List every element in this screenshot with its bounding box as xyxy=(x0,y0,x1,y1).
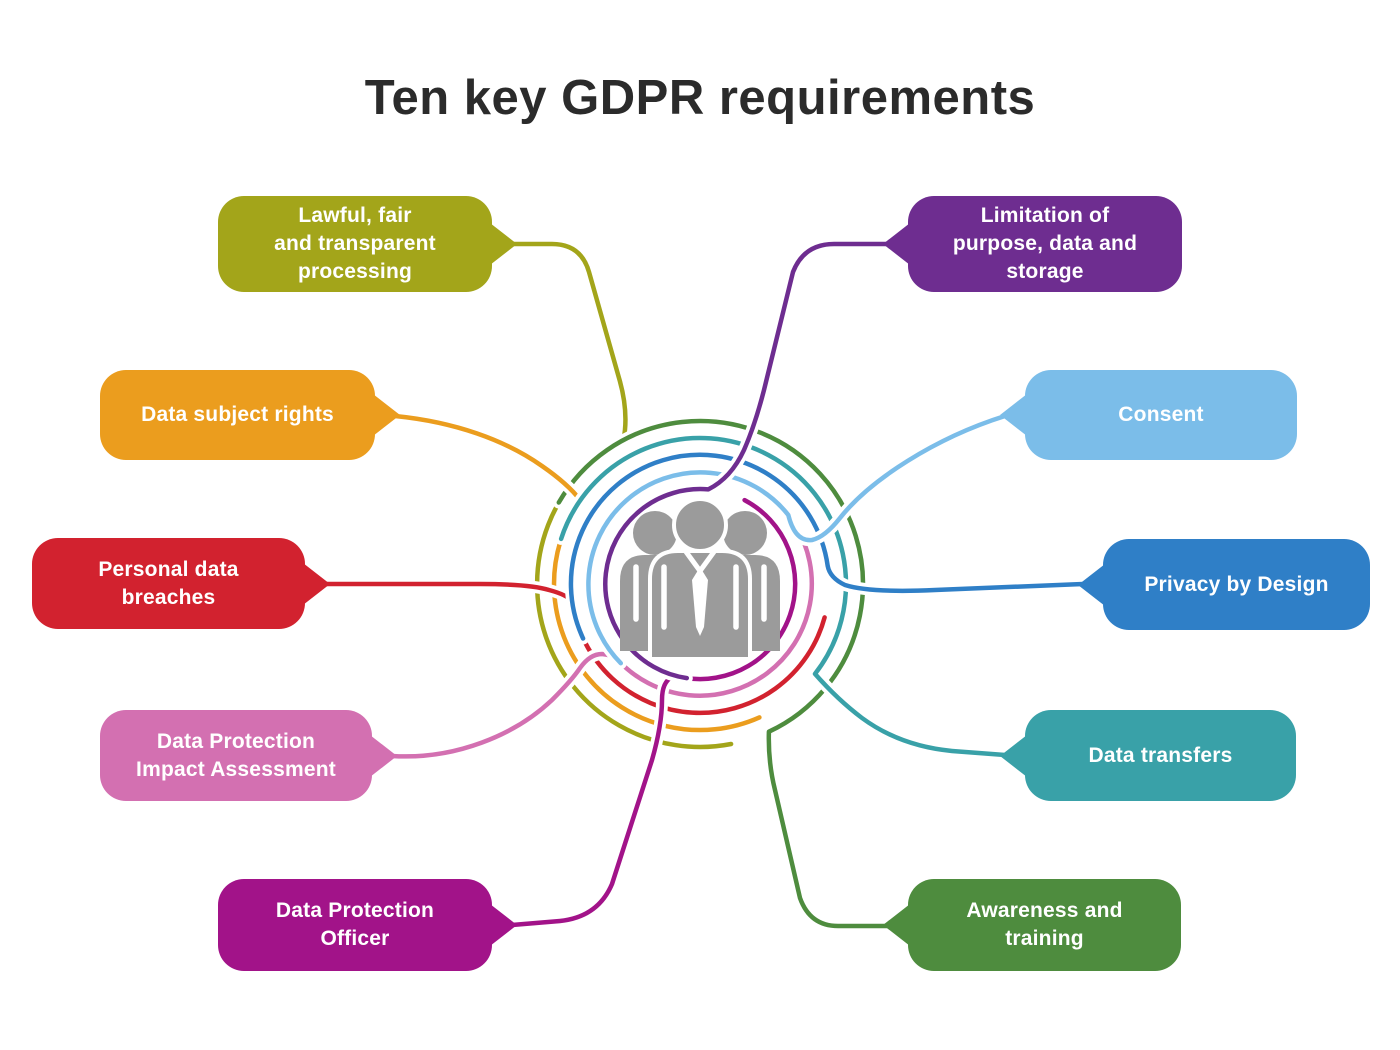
label-personal-data-breaches: Personal data breaches xyxy=(32,538,330,629)
label-tail xyxy=(1000,394,1027,436)
connector-line xyxy=(503,241,734,750)
label-text: Consent xyxy=(1118,403,1204,427)
connector-line xyxy=(586,413,1008,666)
connector-privacy-by-design xyxy=(564,448,1089,645)
label-tail xyxy=(373,394,400,436)
label-text: Data transfers xyxy=(1088,743,1233,767)
label-tail xyxy=(883,904,910,946)
page-title: Ten key GDPR requirements xyxy=(364,71,1036,125)
label-privacy-by-design: Privacy by Design xyxy=(1078,539,1370,630)
label-dpia: Data Protection Impact Assessment xyxy=(100,710,397,801)
label-text: Limitation of purpose, data and storage xyxy=(952,204,1138,283)
label-tail xyxy=(490,904,517,946)
connector-line xyxy=(322,581,827,716)
label-text: Personal data breaches xyxy=(98,557,239,609)
connector-line xyxy=(556,418,891,929)
people-group-icon xyxy=(620,497,780,661)
connector-data-transfers xyxy=(555,432,1011,761)
label-lawful-processing: Lawful, fair and transparent processing xyxy=(218,196,517,292)
person-center-arm-slits xyxy=(661,564,739,630)
label-data-protection-officer: Data Protection Officer xyxy=(218,879,517,971)
connector-consent xyxy=(582,410,1011,670)
label-text: Awareness and training xyxy=(966,899,1123,950)
person-head-center xyxy=(672,497,728,553)
person-tie xyxy=(692,567,708,636)
label-text: Data Protection Impact Assessment xyxy=(136,729,336,781)
label-tail xyxy=(370,734,397,777)
person-head-right xyxy=(723,511,767,555)
connector-limitation-purpose xyxy=(599,238,894,685)
label-tail xyxy=(1078,563,1105,606)
label-text: Lawful, fair and transparent processing xyxy=(274,204,436,283)
label-tail xyxy=(490,223,517,265)
label-text: Data Protection Officer xyxy=(275,899,435,950)
label-tail xyxy=(303,562,330,605)
connector-line xyxy=(568,452,1086,641)
label-consent: Consent xyxy=(1000,370,1297,460)
label-tail xyxy=(1000,734,1027,777)
connector-awareness-training xyxy=(552,415,894,932)
connector-line xyxy=(603,241,891,681)
label-data-subject-rights: Data subject rights xyxy=(100,370,400,460)
connector-lawful-processing xyxy=(500,238,738,753)
person-head-left xyxy=(633,511,677,555)
label-data-transfers: Data transfers xyxy=(1000,710,1296,801)
connector-casing xyxy=(500,238,738,753)
label-awareness-training: Awareness and training xyxy=(883,879,1181,971)
label-tail xyxy=(883,223,910,265)
connector-personal-data-breaches xyxy=(319,578,831,719)
label-limitation-purpose: Limitation of purpose, data and storage xyxy=(883,196,1182,292)
label-text: Privacy by Design xyxy=(1144,572,1329,596)
connector-line xyxy=(558,435,1008,758)
label-text: Data subject rights xyxy=(141,403,334,427)
